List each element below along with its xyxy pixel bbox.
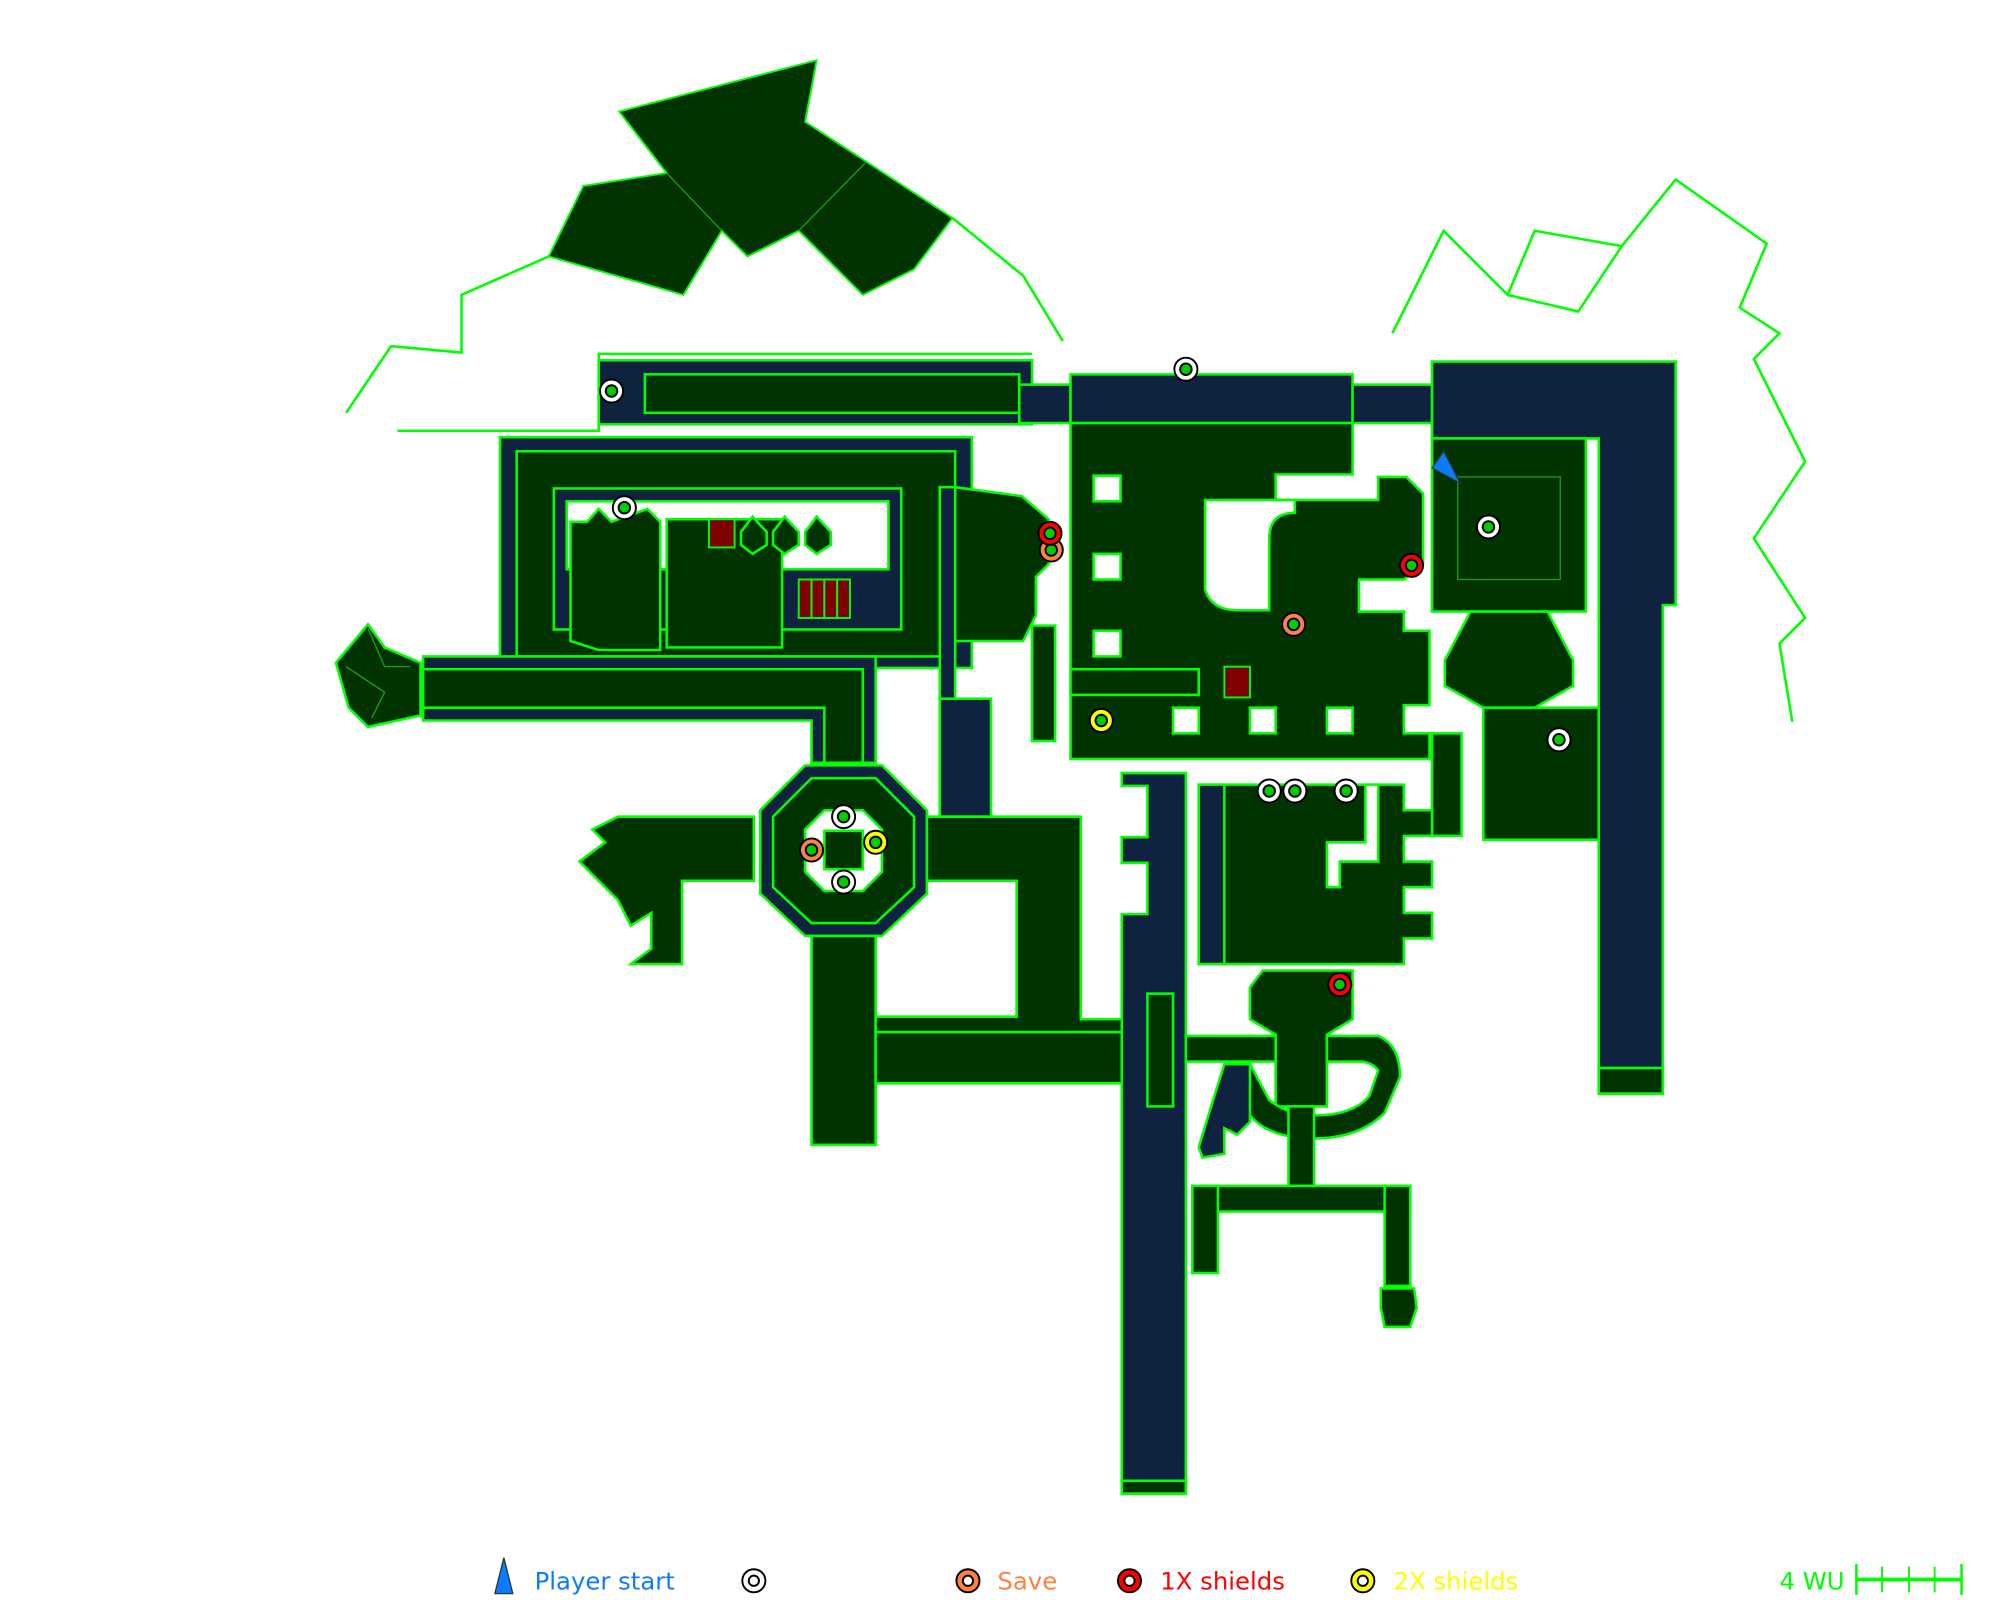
item-generic-marker — [1256, 778, 1282, 804]
east-arm — [874, 815, 1124, 1034]
scale-bar — [1855, 1564, 1963, 1595]
legend: Player start Save 1X shields 2X shields … — [494, 1557, 1963, 1596]
save-marker — [1281, 611, 1307, 637]
item-markers — [599, 356, 1572, 998]
item-generic-marker — [599, 378, 625, 404]
save-marker — [799, 837, 825, 863]
east-octagon-room — [1430, 437, 1588, 613]
tail — [1197, 1062, 1252, 1160]
lower-room — [1197, 783, 1434, 966]
legend-shield-1x: 1X shields — [1160, 1567, 1285, 1596]
item-generic-marker — [1333, 778, 1359, 804]
door[interactable] — [708, 518, 736, 549]
door-stripes[interactable] — [797, 578, 851, 619]
pillars — [1092, 474, 1354, 735]
shield-1x-icon — [1116, 1568, 1142, 1594]
terrain-outlines — [345, 58, 1807, 723]
shield-2x-icon — [1350, 1568, 1376, 1594]
save-icon — [955, 1568, 981, 1594]
shield-1x-marker — [1327, 972, 1353, 998]
terrain-mountain — [547, 58, 954, 297]
item-generic-marker — [831, 869, 857, 895]
terrain-line-right — [1391, 177, 1807, 723]
west-room — [569, 507, 662, 652]
west-arm — [577, 815, 756, 966]
scale-label: 4 WU — [1779, 1567, 1844, 1596]
shield-1x-marker — [1399, 552, 1425, 578]
terrain-line-left — [345, 255, 550, 414]
item-generic-marker — [611, 495, 637, 521]
hex-corridor — [739, 514, 833, 556]
item-generic-marker — [1282, 778, 1308, 804]
player-start-icon — [494, 1557, 514, 1595]
legend-player-start: Player start — [535, 1567, 675, 1596]
shield-2x-marker — [1088, 708, 1114, 734]
south-shaft — [1120, 771, 1188, 1495]
player-start-marker — [1431, 450, 1462, 485]
door[interactable] — [1223, 665, 1251, 699]
item-generic-marker — [1475, 514, 1501, 540]
generic-item-icon — [741, 1568, 767, 1594]
hub-pillar — [823, 829, 865, 871]
item-generic-marker — [831, 804, 857, 830]
legend-shield-2x: 2X shields — [1394, 1567, 1519, 1596]
corridor-room — [953, 485, 1050, 643]
legend-save: Save — [997, 1567, 1057, 1596]
terrain-line-mid — [951, 216, 1064, 342]
shield-2x-marker — [863, 829, 889, 855]
item-generic-marker — [1173, 356, 1199, 382]
west-crystal — [334, 622, 422, 729]
item-generic-marker — [1546, 727, 1572, 753]
shield-1x-marker — [1037, 520, 1063, 546]
level-geometry — [334, 358, 1677, 1495]
